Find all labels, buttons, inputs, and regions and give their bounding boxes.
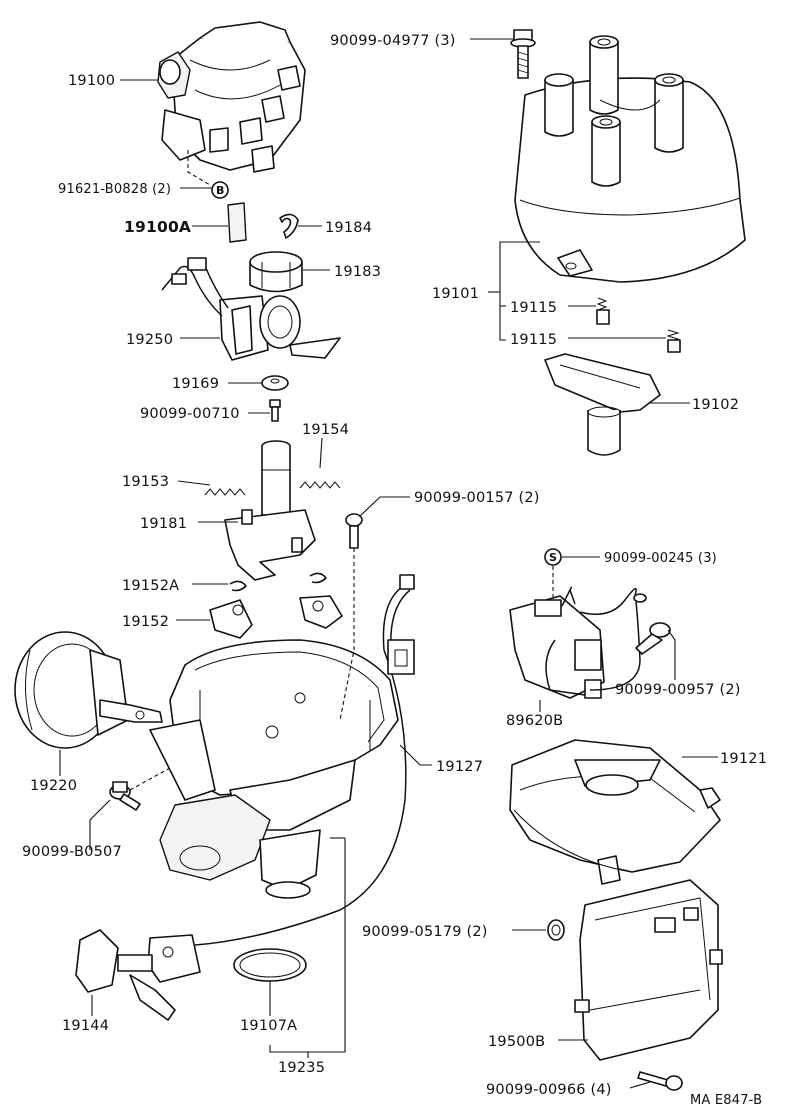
label-19115-upper: 19115 xyxy=(510,300,557,316)
label-90099-00245: 90099-00245 (3) xyxy=(604,551,717,566)
label-90099-00710: 90099-00710 xyxy=(140,406,240,422)
label-19220: 19220 xyxy=(30,778,77,794)
label-90099-05179: 90099-05179 (2) xyxy=(362,924,488,940)
label-19500B: 19500B xyxy=(488,1034,545,1050)
label-19154: 19154 xyxy=(302,422,349,438)
screw-90099-00966 xyxy=(637,1071,683,1091)
label-19152A: 19152A xyxy=(122,578,179,594)
label-89620B: 89620B xyxy=(506,713,563,729)
wire-harness xyxy=(194,584,407,946)
housing-19127 xyxy=(149,639,399,899)
label-19250: 19250 xyxy=(126,332,173,348)
label-19235: 19235 xyxy=(278,1060,325,1076)
label-90099-B0507: 90099-B0507 xyxy=(22,844,122,860)
label-19107A: 19107A xyxy=(240,1018,297,1034)
label-90099-00957: 90099-00957 (2) xyxy=(615,682,741,698)
distributor-assembly-drawing xyxy=(157,21,306,199)
clip-19152A xyxy=(229,580,247,592)
screw-90099-B0507 xyxy=(109,781,141,811)
marker-s: S xyxy=(549,551,557,564)
bolt-90099-04977 xyxy=(510,29,536,79)
label-19127: 19127 xyxy=(436,759,483,775)
ignition-coil-19500B xyxy=(574,879,723,1061)
label-19115-lower: 19115 xyxy=(510,332,557,348)
label-90099-00157: 90099-00157 (2) xyxy=(414,490,540,506)
screw-90099-00957 xyxy=(635,622,671,655)
oring-19107A xyxy=(233,948,307,982)
screw-90099-00157 xyxy=(345,513,363,549)
igniter-89620B xyxy=(509,586,647,699)
label-90099-04977: 90099-04977 (3) xyxy=(330,33,456,49)
screw-90099-00710 xyxy=(269,399,281,422)
governor-shaft-19181 xyxy=(224,440,316,581)
governor-weight-19152 xyxy=(209,595,343,639)
label-19184: 19184 xyxy=(325,220,372,236)
label-19102: 19102 xyxy=(692,397,739,413)
label-19101: 19101 xyxy=(432,286,479,302)
rotor-19102 xyxy=(544,353,661,456)
label-90099-00966: 90099-00966 (4) xyxy=(486,1082,612,1098)
pickup-coil-19250 xyxy=(161,257,341,361)
connector-19144 xyxy=(75,929,201,1021)
label-19121: 19121 xyxy=(720,751,767,767)
grommet-90099-05179 xyxy=(547,919,565,941)
footer-code: MA E847-B xyxy=(690,1093,762,1108)
label-19183: 19183 xyxy=(334,264,381,280)
clip-19184 xyxy=(279,213,299,239)
label-19153: 19153 xyxy=(122,474,169,490)
label-19100A: 19100A xyxy=(124,218,191,236)
brush-19115-a xyxy=(596,297,610,325)
label-19181: 19181 xyxy=(140,516,187,532)
vacuum-advance-19220 xyxy=(14,631,163,749)
ring-19183 xyxy=(249,251,303,293)
cover-19121 xyxy=(509,739,721,885)
connector-top xyxy=(387,574,415,675)
label-19100: 19100 xyxy=(68,73,115,89)
brush-19115-b xyxy=(666,329,681,353)
distributor-cap-19101 xyxy=(514,35,746,283)
label-19144: 19144 xyxy=(62,1018,109,1034)
label-19169: 19169 xyxy=(172,376,219,392)
marker-s-circle xyxy=(544,548,562,566)
label-plate-19100A xyxy=(227,202,247,243)
label-91621-B0828: 91621-B0828 (2) xyxy=(58,182,171,197)
marker-b: B xyxy=(216,184,225,197)
spring-19154 xyxy=(299,481,341,489)
spring-19153 xyxy=(204,488,246,496)
label-19152: 19152 xyxy=(122,614,169,630)
